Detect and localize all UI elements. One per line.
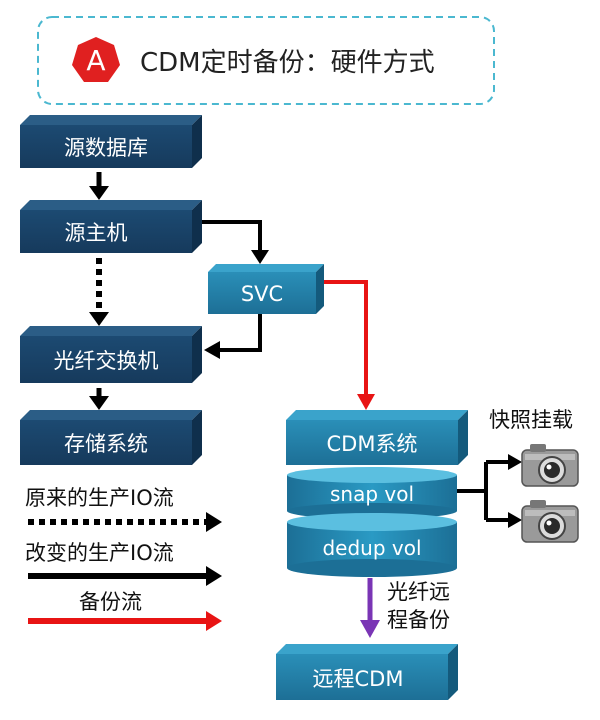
badge-letter: A [86,44,105,77]
snapshot-mount-label: 快照挂载 [489,408,573,432]
legend-changed-io-label: 改变的生产IO流 [25,541,174,565]
node-label: CDM系统 [327,432,418,456]
node-label: dedup vol [322,536,421,560]
page-title: CDM定时备份：硬件方式 [140,48,435,78]
legend-backup-flow-label: 备份流 [79,590,142,614]
arrow-db-to-host [89,172,109,200]
node-label: 存储系统 [64,432,148,456]
arrow-switch-to-storage [89,388,109,410]
header-panel: A CDM定时备份：硬件方式 [37,16,495,105]
badge-heptagon [72,37,120,82]
legend: 原来的生产IO流 改变的生产IO流 备份流 [25,486,222,631]
fc-remote-backup-label-line1: 光纤远 [387,580,450,604]
arrow-dedup-to-remote [360,578,380,638]
legend-dotted-arrow [28,512,222,532]
arrow-snap-to-mount [457,454,522,528]
legend-red-arrow [28,611,222,631]
fc-remote-backup-label-line2: 程备份 [387,608,450,632]
node-snap-vol: snap vol [287,467,457,519]
node-label: 源数据库 [64,136,148,160]
camera-icon [521,444,579,487]
node-storage: 存储系统 [20,410,202,465]
node-label: 光纤交换机 [54,349,159,373]
node-fc-switch: 光纤交换机 [20,326,202,383]
node-remote-cdm: 远程CDM [276,644,458,700]
arrow-svc-to-cdm-backup [324,280,375,410]
node-source-host: 源主机 [20,200,202,253]
arrow-svc-to-switch [204,314,262,359]
node-label: 远程CDM [313,667,404,691]
node-label: snap vol [330,482,414,506]
arrow-host-to-svc [202,220,269,264]
node-label: SVC [241,282,283,306]
node-label: 源主机 [65,221,128,245]
node-cdm-system: CDM系统 [286,410,468,465]
node-source-db: 源数据库 [20,115,202,168]
arrow-host-to-switch-dotted [89,258,109,326]
node-svc: SVC [208,264,324,314]
legend-original-io-label: 原来的生产IO流 [25,486,174,510]
node-dedup-vol: dedup vol [287,513,457,577]
legend-solid-arrow [28,566,222,586]
camera-icon [521,500,579,543]
